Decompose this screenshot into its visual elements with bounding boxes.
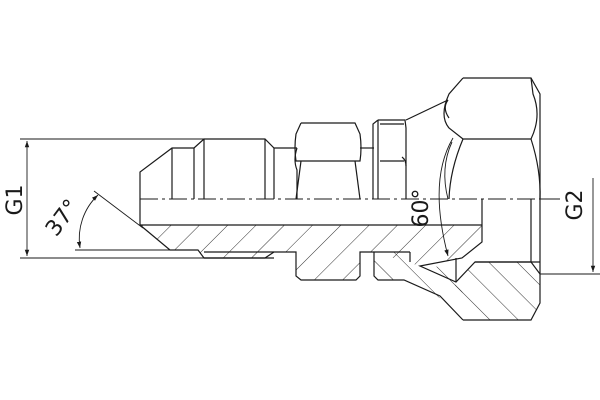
g2-dimension <box>540 178 600 275</box>
flare-angle-label: 37° <box>41 195 84 241</box>
nut-section <box>418 199 541 320</box>
swivel-ring <box>372 99 449 199</box>
flare-angle-dimension <box>75 190 172 251</box>
cone-angle-arc <box>438 137 454 257</box>
flare-end-body <box>139 138 297 225</box>
swivel-ring-section <box>373 251 468 321</box>
g1-label: G1 <box>3 184 28 215</box>
g2-label: G2 <box>563 189 588 220</box>
flare-angle-extension <box>93 190 144 229</box>
flare-angle-arc <box>76 194 99 249</box>
body-section <box>139 224 482 281</box>
g1-dimension <box>20 138 205 259</box>
cone-angle-dimension <box>438 137 454 257</box>
body-hex <box>294 122 374 200</box>
cone-angle-label: 60° <box>409 189 434 228</box>
